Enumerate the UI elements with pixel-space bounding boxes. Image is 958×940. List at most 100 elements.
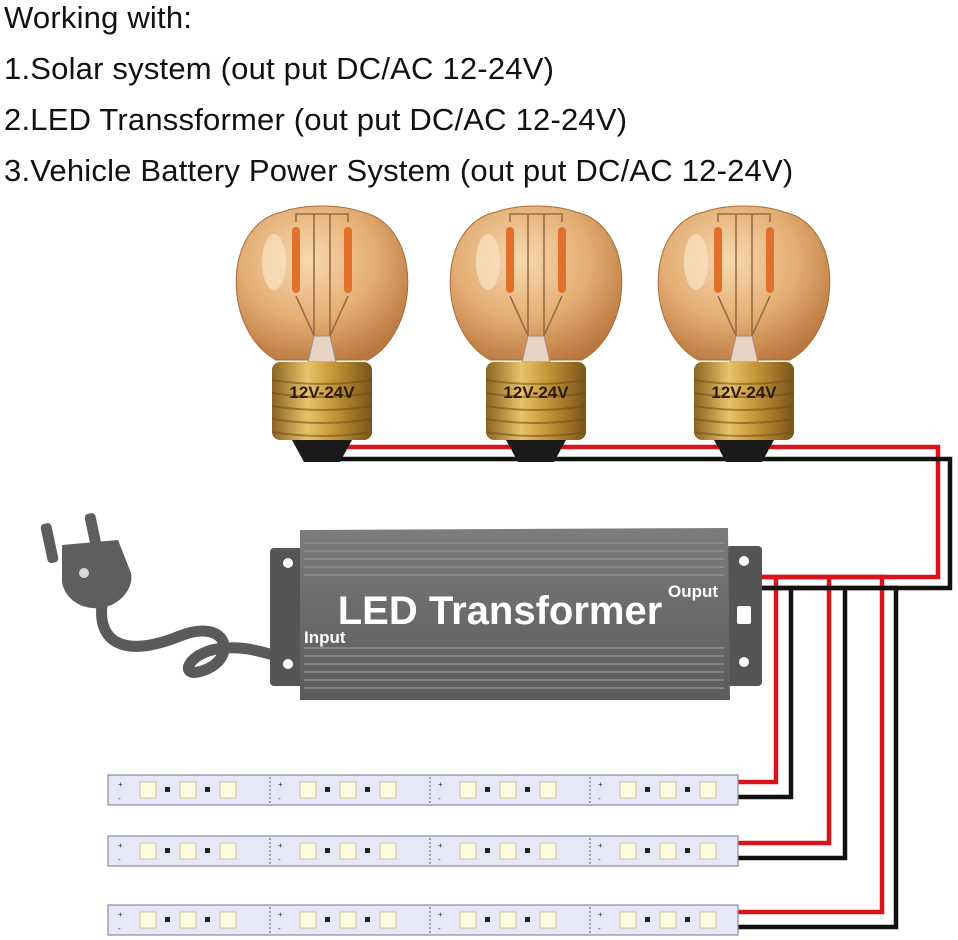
strip-pad-marks: + [118, 780, 123, 789]
mount-hole-bottom-right [739, 657, 749, 667]
intro-item-vehicle-battery: 3.Vehicle Battery Power System (out put … [4, 153, 794, 188]
strip-resistor [645, 787, 650, 792]
bulb-3: 12V-24V [657, 205, 831, 462]
filament-left [506, 227, 514, 293]
led-chip [539, 781, 557, 799]
led-chip [659, 781, 677, 799]
led-strip-3: +-+-+-+- [107, 904, 739, 936]
strip-resistor [645, 917, 650, 922]
bulb-base-thread [271, 379, 373, 385]
strip-pad-marks: + [278, 841, 283, 850]
bulb-base-thread [693, 405, 795, 411]
strip-pad-marks: - [118, 855, 121, 864]
led-chip [219, 911, 237, 929]
led-chip [139, 911, 157, 929]
strip-resistor [485, 787, 490, 792]
led-chip [699, 842, 717, 860]
bulb-highlight [684, 234, 708, 290]
led-chip [499, 781, 517, 799]
strip-pcb [107, 904, 739, 936]
led-chip [139, 781, 157, 799]
plug-cable [96, 592, 304, 678]
led-chip [699, 781, 717, 799]
plug-pin-right [84, 513, 103, 554]
led-chip [619, 842, 637, 860]
strip-resistor [205, 917, 210, 922]
transformer-body [300, 528, 730, 700]
bulb-base-thread [693, 431, 795, 437]
led-chip [539, 842, 557, 860]
strip-resistor [165, 787, 170, 792]
strip-resistor [525, 787, 530, 792]
strip-resistor [165, 848, 170, 853]
strip-resistor [685, 848, 690, 853]
intro-heading: Working with: [4, 0, 193, 35]
strip-pad-marks: + [118, 841, 123, 850]
plug-pin-left [40, 523, 59, 564]
led-chip [179, 842, 197, 860]
led-chip [219, 842, 237, 860]
strip-resistor [365, 787, 370, 792]
intro-item-solar: 1.Solar system (out put DC/AC 12-24V) [4, 51, 555, 86]
mount-hole-top-left [283, 558, 293, 568]
filament-support [295, 213, 349, 341]
strip-pad-marks: + [438, 841, 443, 850]
filament-right [766, 227, 774, 293]
strip-pad-marks: + [598, 841, 603, 850]
led-chip [499, 911, 517, 929]
bulb-highlight [262, 234, 286, 290]
led-chip [139, 842, 157, 860]
led-chip [339, 911, 357, 929]
led-transformer: LED Transformer Input Ouput [270, 528, 762, 700]
led-chip [619, 781, 637, 799]
bulb-contact [714, 440, 774, 462]
led-chip [459, 781, 477, 799]
led-chip [179, 911, 197, 929]
bulb-voltage-label: 12V-24V [711, 383, 777, 402]
bulb-base-thread [271, 431, 373, 437]
strip-pad-marks: + [598, 780, 603, 789]
mount-hole-top-right [739, 556, 749, 566]
mount-hole-bottom-left [283, 659, 293, 669]
strip-pad-marks: - [118, 794, 121, 803]
strip-resistor [525, 848, 530, 853]
bulb-base-thread [485, 431, 587, 437]
led-chip [459, 911, 477, 929]
transformer-ribs [304, 542, 724, 689]
bulb-contact [292, 440, 352, 462]
filament-right [344, 227, 352, 293]
led-chip [379, 842, 397, 860]
bulb-base-thread [271, 405, 373, 411]
bulb-base-thread [271, 392, 373, 398]
plug-hole [79, 568, 89, 578]
bulb-base-thread [485, 392, 587, 398]
led-strip-2: +-+-+-+- [107, 835, 739, 867]
led-chip [219, 781, 237, 799]
filament-right [558, 227, 566, 293]
transformer-input-label: Input [304, 628, 346, 647]
led-chip [299, 911, 317, 929]
strip-resistor [205, 787, 210, 792]
led-chip [379, 911, 397, 929]
transformer-output-label: Ouput [668, 582, 718, 601]
strip-pad-marks: - [598, 855, 601, 864]
bulb-base-thread [693, 418, 795, 424]
bulb-highlight [476, 234, 500, 290]
strip-pad-marks: - [598, 924, 601, 933]
bulb-voltage-label: 12V-24V [503, 383, 569, 402]
led-chip [539, 911, 557, 929]
strip-wires [732, 574, 899, 930]
negative-wire-strip-3 [734, 585, 899, 930]
positive-wire-strip-2 [734, 574, 832, 846]
strip-pad-marks: + [438, 780, 443, 789]
led-chip [619, 911, 637, 929]
strip-resistor [645, 848, 650, 853]
strip-pad-marks: + [278, 780, 283, 789]
led-strips-group: +-+-+-+-+-+-+-+-+-+-+-+- [107, 774, 739, 936]
bulb-base-thread [485, 418, 587, 424]
strip-resistor [485, 848, 490, 853]
strip-pad-marks: - [598, 794, 601, 803]
filament-left [292, 227, 300, 293]
